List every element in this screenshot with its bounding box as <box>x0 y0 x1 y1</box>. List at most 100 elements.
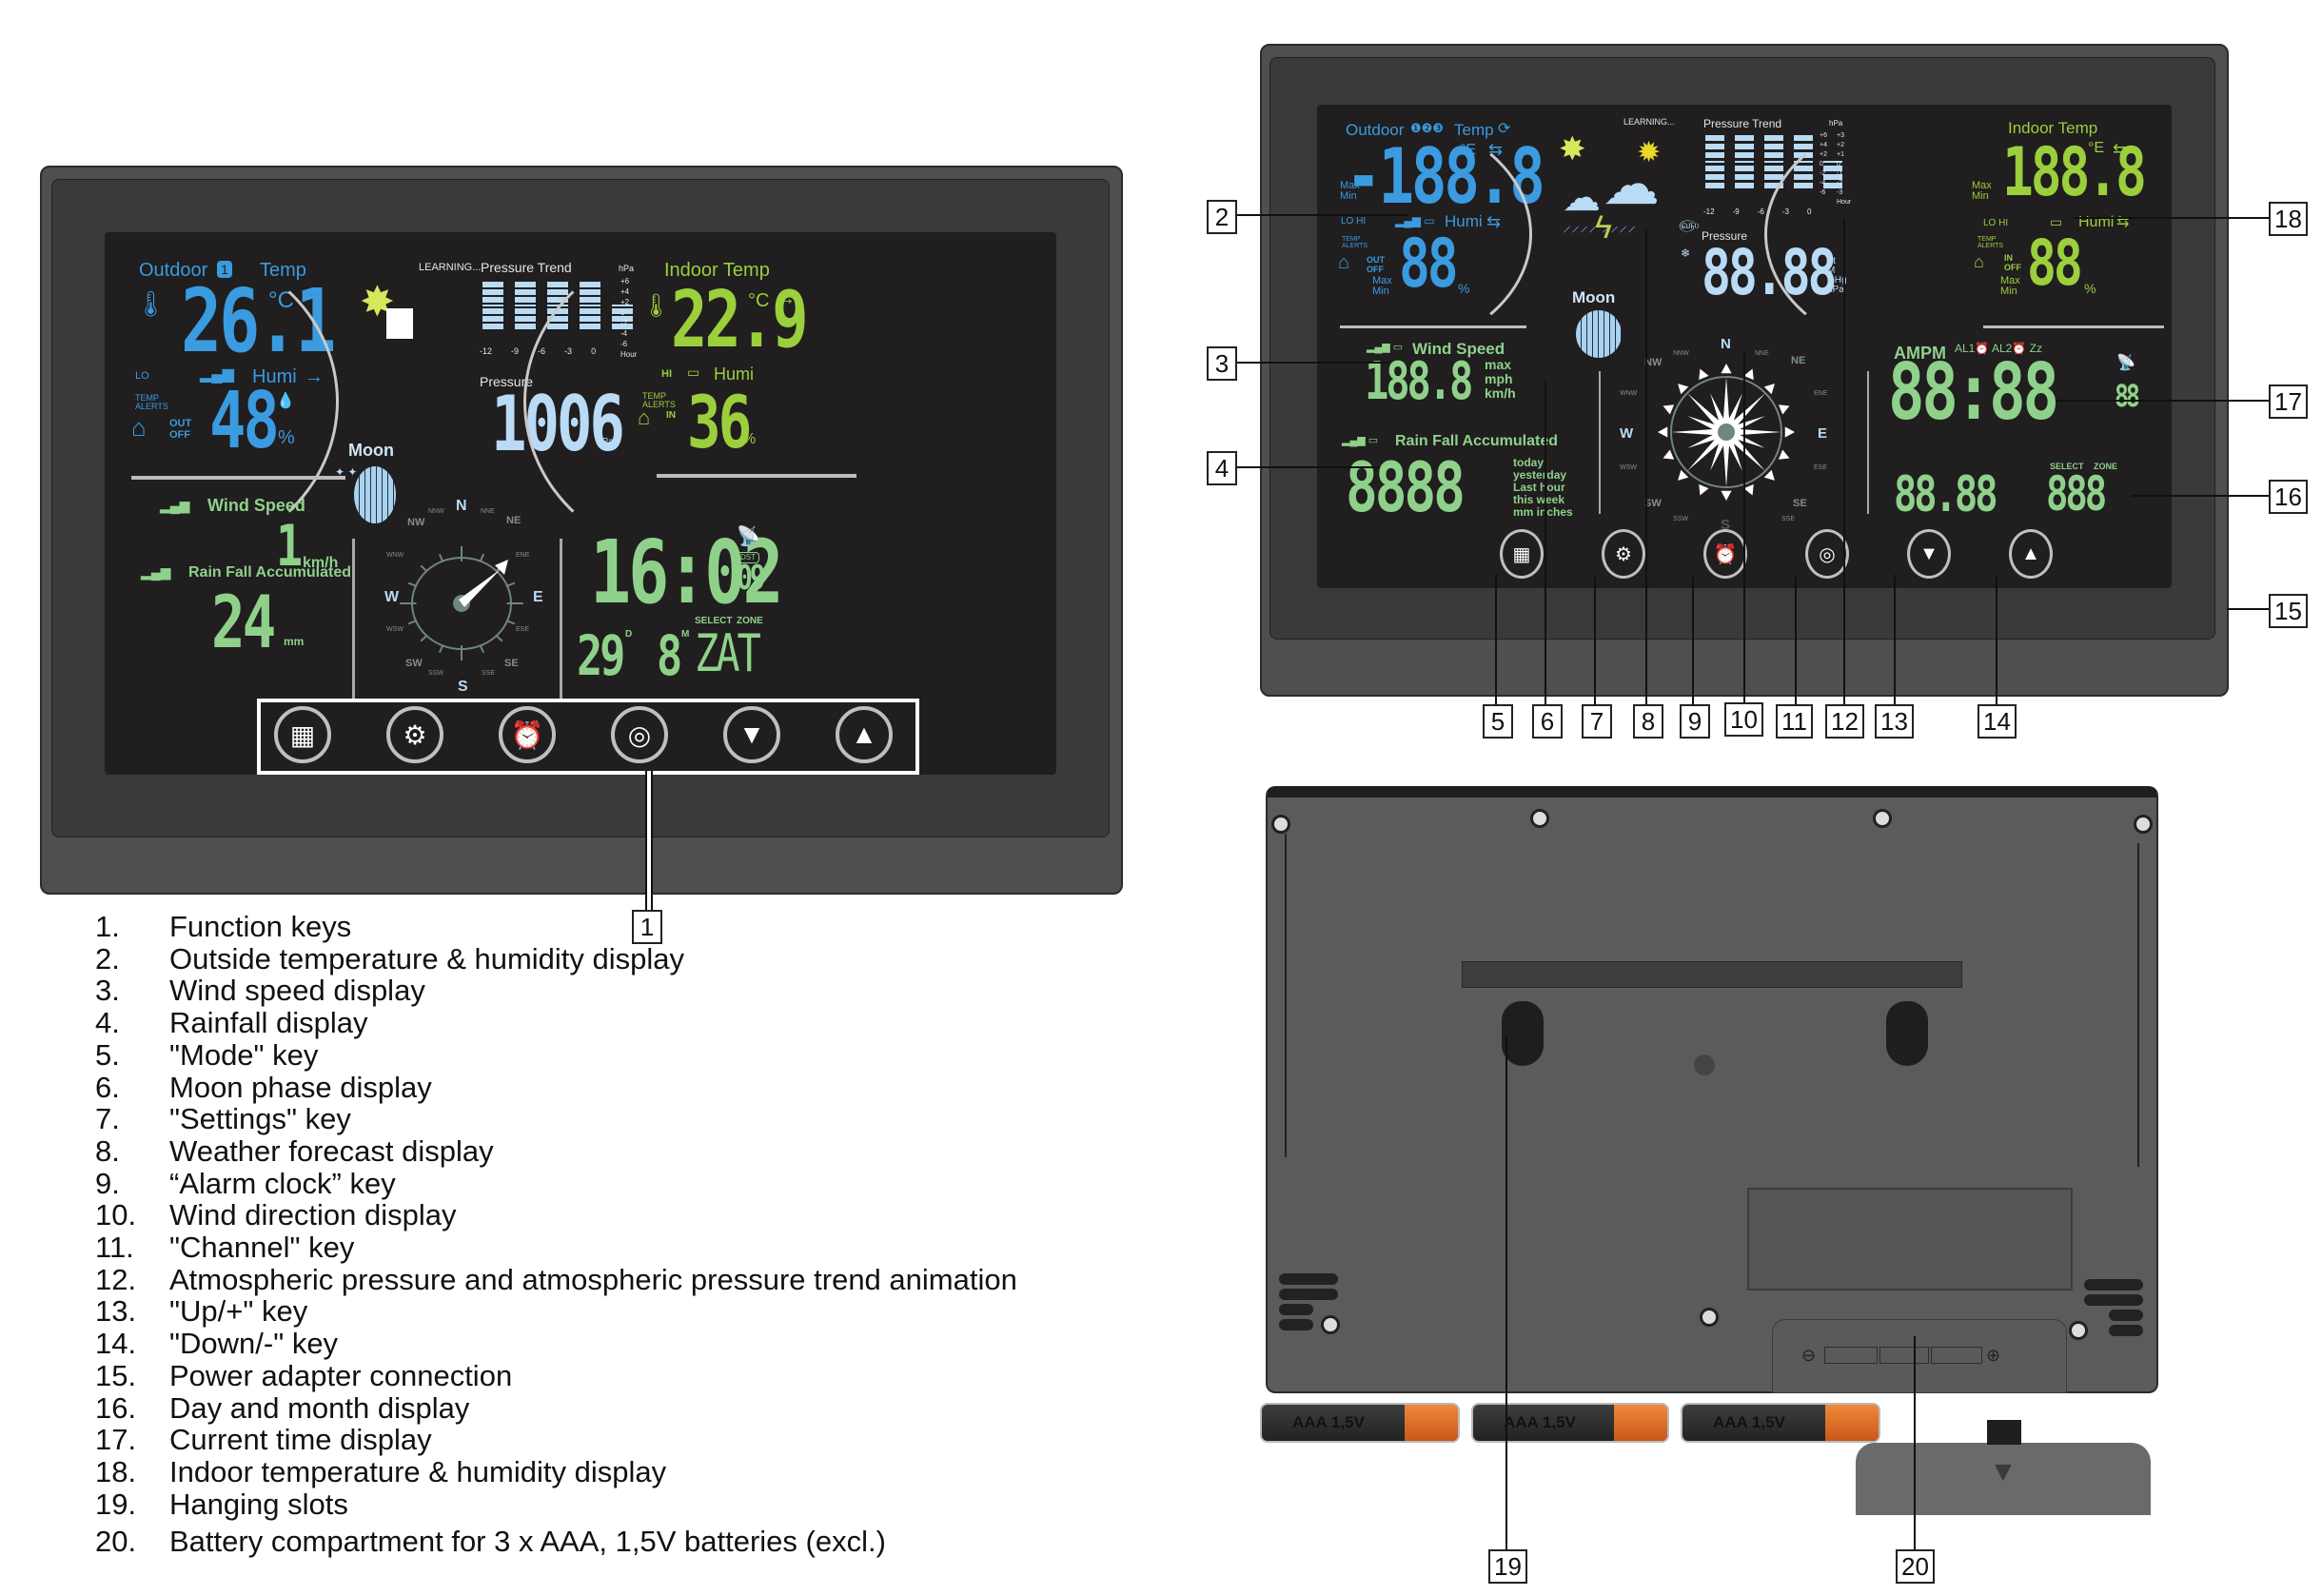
unit-mph: mph <box>1485 371 1513 386</box>
trend-bar <box>612 282 633 329</box>
alarm-key[interactable]: ⏰ <box>499 706 556 763</box>
wind-speed-unit: km/h <box>303 555 339 571</box>
compass-tick <box>438 644 444 654</box>
wind-speed-label: Wind Speed <box>1412 340 1505 358</box>
legend-number: 10. <box>95 1198 137 1232</box>
callout-leader <box>2075 217 2269 219</box>
direction-arrowhead <box>1743 368 1754 381</box>
aaa-battery: AAA 1,5V <box>1681 1403 1880 1443</box>
divider-vertical <box>352 539 355 700</box>
pressure-trend-bars <box>1705 135 1842 188</box>
trend-bar <box>547 282 568 329</box>
battery-icon: ▭ <box>687 365 700 380</box>
moon-phase-icon <box>354 466 396 523</box>
channel-key[interactable]: ◎ <box>1805 529 1849 579</box>
mode-key[interactable]: ▦ <box>274 706 331 763</box>
hour-tick: -6 <box>538 346 546 356</box>
settings-key[interactable]: ⚙ <box>1602 529 1645 579</box>
vent-slot <box>2109 1325 2143 1336</box>
lightning-icon: ϟ <box>1595 209 1612 246</box>
scale-tick: +3 <box>1837 132 1844 139</box>
hi-alert-label: HI <box>661 368 672 380</box>
divider-arc-left <box>105 242 339 562</box>
pressure-trend-scale-a: +6 +4 +2 0 -2 -4 -6 <box>1820 131 1827 198</box>
legend-number: 6. <box>95 1070 120 1104</box>
legend-number: 2. <box>95 941 120 975</box>
legend-number: 12. <box>95 1262 137 1296</box>
scale-tick: -6 <box>1820 189 1826 196</box>
channel-key[interactable]: ◎ <box>611 706 668 763</box>
vent-slot <box>1279 1273 1338 1285</box>
compass-tick <box>420 564 428 573</box>
max-label: Max <box>2000 275 2020 286</box>
callout-15: 15 <box>2269 594 2308 628</box>
settings-key[interactable]: ⚙ <box>386 706 443 763</box>
triangle-down-icon: ▼ <box>1919 542 1938 564</box>
callout-leader <box>1996 575 1997 704</box>
aaa-battery: AAA 1,5V <box>1471 1403 1669 1443</box>
wind-direction-pointer <box>459 569 501 607</box>
radio-signal-icon: 📡 <box>2116 355 2135 371</box>
scale-tick: -4 <box>620 329 628 338</box>
minus-terminal-icon: ⊖ <box>1801 1346 1817 1365</box>
alarm-key[interactable]: ⏰ <box>1703 529 1747 579</box>
legend-item: 20.Battery compartment for 3 x AAA, 1,5V… <box>95 1526 1017 1558</box>
up-key[interactable]: ▲ <box>2009 529 2053 579</box>
legend-item: 1.Function keys <box>95 911 1017 943</box>
signal-waves-icon: ◎ <box>627 719 652 750</box>
battery-compartment: ⊖ ⊕ <box>1772 1319 2067 1393</box>
divider-line <box>131 476 345 480</box>
scale-tick: -2 <box>1820 170 1826 177</box>
rose-spike <box>1686 429 1729 472</box>
callout-20: 20 <box>1896 1549 1935 1584</box>
alarm-clock-icon: ⏰ <box>510 719 544 750</box>
callout-leader <box>2056 400 2269 402</box>
legend-number: 19. <box>95 1487 137 1521</box>
scale-tick: -1 <box>1837 170 1843 177</box>
rain-label: Rain Fall Accumulated <box>1395 433 1558 449</box>
compass-tick <box>479 644 485 654</box>
plus-terminal-icon: ⊕ <box>1986 1346 2001 1365</box>
mode-key[interactable]: ▦ <box>1500 529 1544 579</box>
callout-leader <box>1645 228 1647 704</box>
indoor-temp-label: Indoor Temp <box>664 260 770 281</box>
aaa-battery: AAA 1,5V <box>1260 1403 1460 1443</box>
legend-text: "Up/+" key <box>169 1294 308 1329</box>
callout-4: 4 <box>1207 451 1237 485</box>
legend-number: 7. <box>95 1102 120 1136</box>
callout-leader <box>1237 362 1389 364</box>
rain-icon: ⸝⸝⸝⸝ ⸝⸝⸝⸝ <box>1563 216 1637 235</box>
scale-tick: +4 <box>620 287 630 296</box>
lo-label: LO <box>1983 218 1997 228</box>
down-key[interactable]: ▼ <box>1907 529 1951 579</box>
alarm1-label: AL1⏰ AL2⏰ Zz <box>1955 342 2042 355</box>
callout-leader <box>1843 219 1845 704</box>
unit-max: max <box>1485 357 1512 372</box>
direction-arrowhead <box>1743 483 1754 496</box>
pressure-trend-scale: +6 +4 +2 0 -2 -4 -6 Hour <box>620 276 637 360</box>
legend-item: 11."Channel" key <box>95 1231 1017 1264</box>
trend-bar <box>1794 135 1813 188</box>
min-label: Min <box>2000 286 2017 297</box>
battery-door-recess <box>1747 1188 2073 1291</box>
trend-bar <box>1705 135 1724 188</box>
legend-item: 17.Current time display <box>95 1424 1017 1456</box>
trend-bar <box>515 282 536 329</box>
hour-tick: -12 <box>1703 207 1715 216</box>
min-label: Min <box>1972 190 1989 202</box>
day-marker: D <box>625 629 633 640</box>
signal-icon: ▂▄▆ <box>141 564 171 580</box>
callout-leader <box>1795 575 1797 704</box>
trend-right-arrow-icon: → <box>777 288 796 309</box>
seconds-value: 09 <box>737 559 766 598</box>
rose-spike <box>1726 428 1781 436</box>
down-key[interactable]: ▼ <box>723 706 780 763</box>
compass-ne: NE <box>506 515 521 526</box>
scale-tick: +4 <box>1820 142 1827 148</box>
trend-bar <box>1735 135 1754 188</box>
hour-tick: -6 <box>1757 207 1764 216</box>
legend-item: 14."Down/-" key <box>95 1328 1017 1360</box>
up-key[interactable]: ▲ <box>836 706 893 763</box>
lcd-screen-1: Outdoor 1 Temp 🌡 26.1 °C ↗ LO ▂▄▆ Humi →… <box>105 232 1056 775</box>
pressure-label: Pressure <box>1702 229 1748 243</box>
